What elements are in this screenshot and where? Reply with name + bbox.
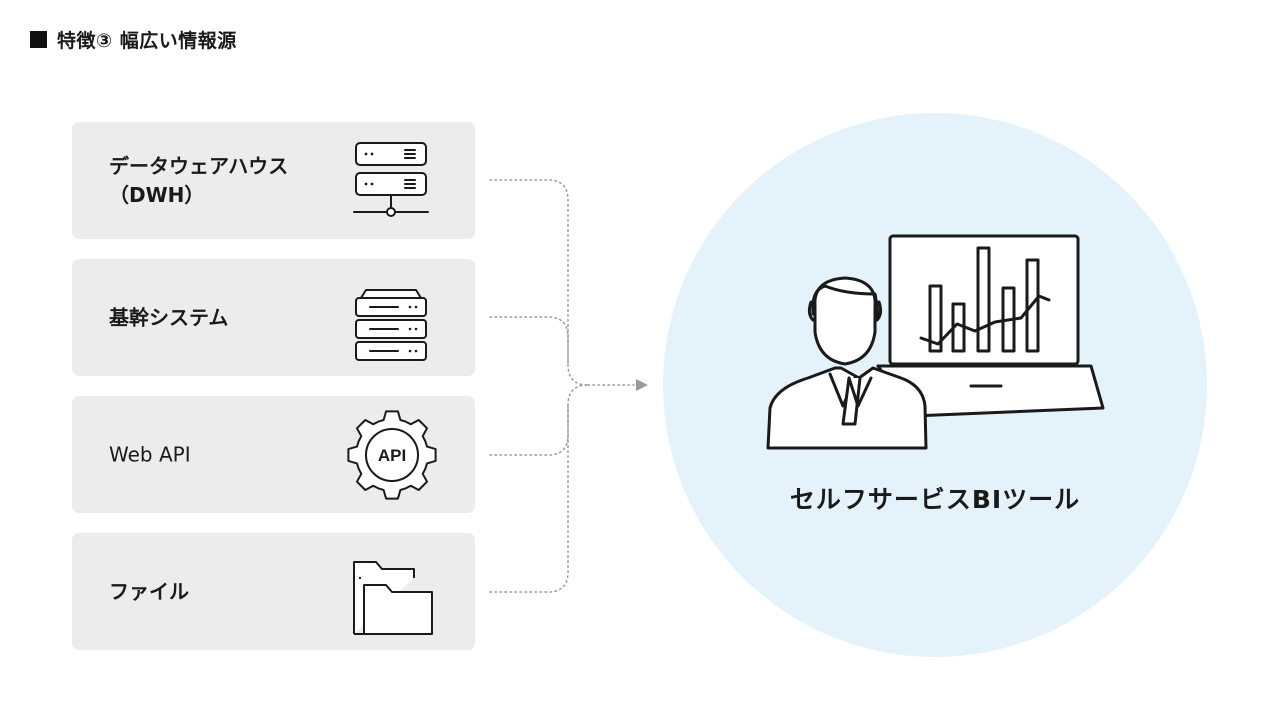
heading-text: 特徴③ 幅広い情報源	[57, 30, 237, 52]
svg-text:API: API	[378, 446, 406, 465]
analyst-laptop-chart-icon	[766, 234, 1105, 450]
source-box-file: ファイル	[72, 533, 475, 650]
server-rack-icon	[355, 289, 427, 361]
source-label-core-system: 基幹システム	[109, 305, 229, 329]
source-box-web-api: Web API API	[72, 396, 475, 513]
connector-web-api	[489, 384, 589, 456]
source-box-core-system: 基幹システム	[72, 259, 475, 376]
heading-square-marker	[30, 31, 47, 48]
connector-core-system	[489, 316, 569, 366]
bi-tool-label: セルフサービスBIツール	[789, 485, 1081, 514]
arrow-head-icon	[636, 379, 648, 391]
database-server-icon	[353, 142, 429, 217]
folder-icon	[353, 561, 433, 635]
page-heading: 特徴③ 幅広い情報源	[30, 26, 237, 53]
source-label-file: ファイル	[109, 579, 189, 603]
connector-dwh	[489, 179, 589, 386]
source-label-dwh: データウェアハウス （DWH）	[109, 153, 289, 207]
source-box-dwh: データウェアハウス （DWH）	[72, 122, 475, 239]
source-label-web-api: Web API	[109, 442, 191, 466]
api-gear-icon: API	[347, 410, 437, 500]
connector-file	[489, 404, 569, 593]
